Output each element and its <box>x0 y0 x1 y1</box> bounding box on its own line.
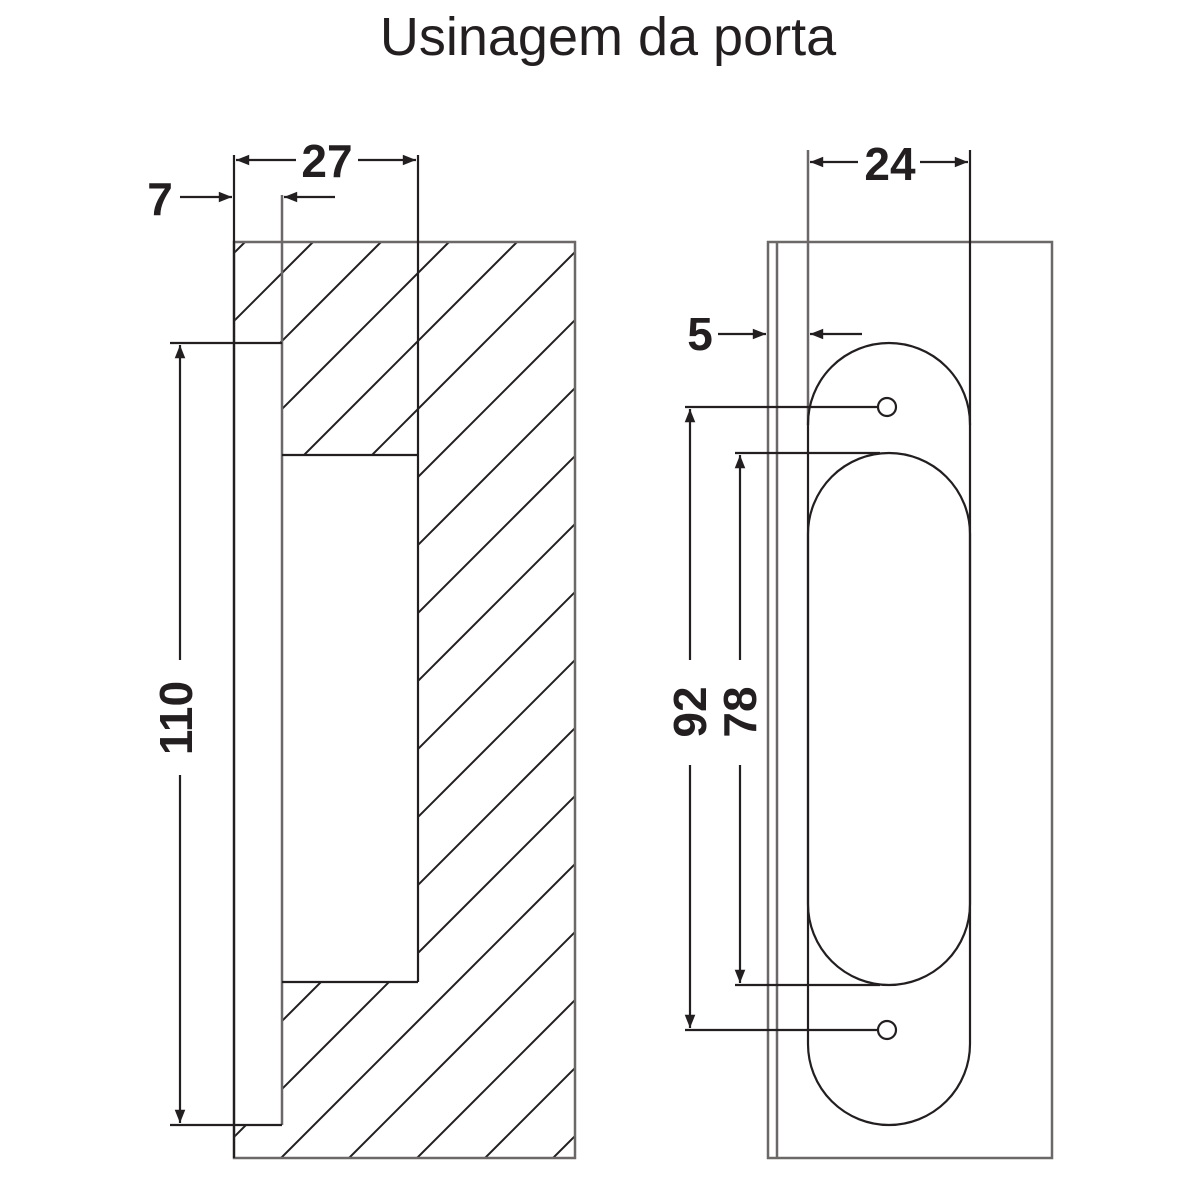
screw-hole-top <box>876 396 898 418</box>
hatch-line <box>234 242 575 1158</box>
hatch-line <box>468 242 575 1158</box>
hatch-line <box>234 242 246 1158</box>
door-edge-outline <box>766 240 1054 1160</box>
door-section-outline <box>232 240 577 1160</box>
hinge-body-outline <box>806 451 972 987</box>
dimension-5: 5 <box>687 308 713 360</box>
screw-hole-bottom <box>876 1019 898 1041</box>
left-section-view: 27 7 110 <box>0 135 577 1200</box>
dimension-110: 110 <box>150 681 202 755</box>
hatch-line <box>332 242 575 1158</box>
right-front-view: 24 5 92 78 <box>664 138 1054 1160</box>
diagram-title: Usinagem da porta <box>379 7 837 67</box>
hatch-line <box>234 242 575 1158</box>
hinge-plate-outline <box>806 341 972 1127</box>
hatch-line <box>234 242 575 1158</box>
dimension-27: 27 <box>301 135 352 187</box>
hatch-line <box>264 242 575 1158</box>
hatch-line <box>234 242 575 1158</box>
hatch-line <box>234 242 575 1158</box>
hatch-line <box>536 242 575 1158</box>
hatch-line <box>234 242 575 1158</box>
hatch-line <box>0 242 41 1200</box>
hatch-line <box>234 242 575 1158</box>
hatch-line <box>400 242 575 1158</box>
dimension-24: 24 <box>864 138 916 190</box>
hatch-line <box>234 242 518 1158</box>
dimension-78: 78 <box>714 686 766 737</box>
dimension-92: 92 <box>664 686 716 737</box>
dimension-7: 7 <box>147 173 173 225</box>
hatch-line <box>0 242 109 1200</box>
hatch-line <box>234 242 575 1158</box>
